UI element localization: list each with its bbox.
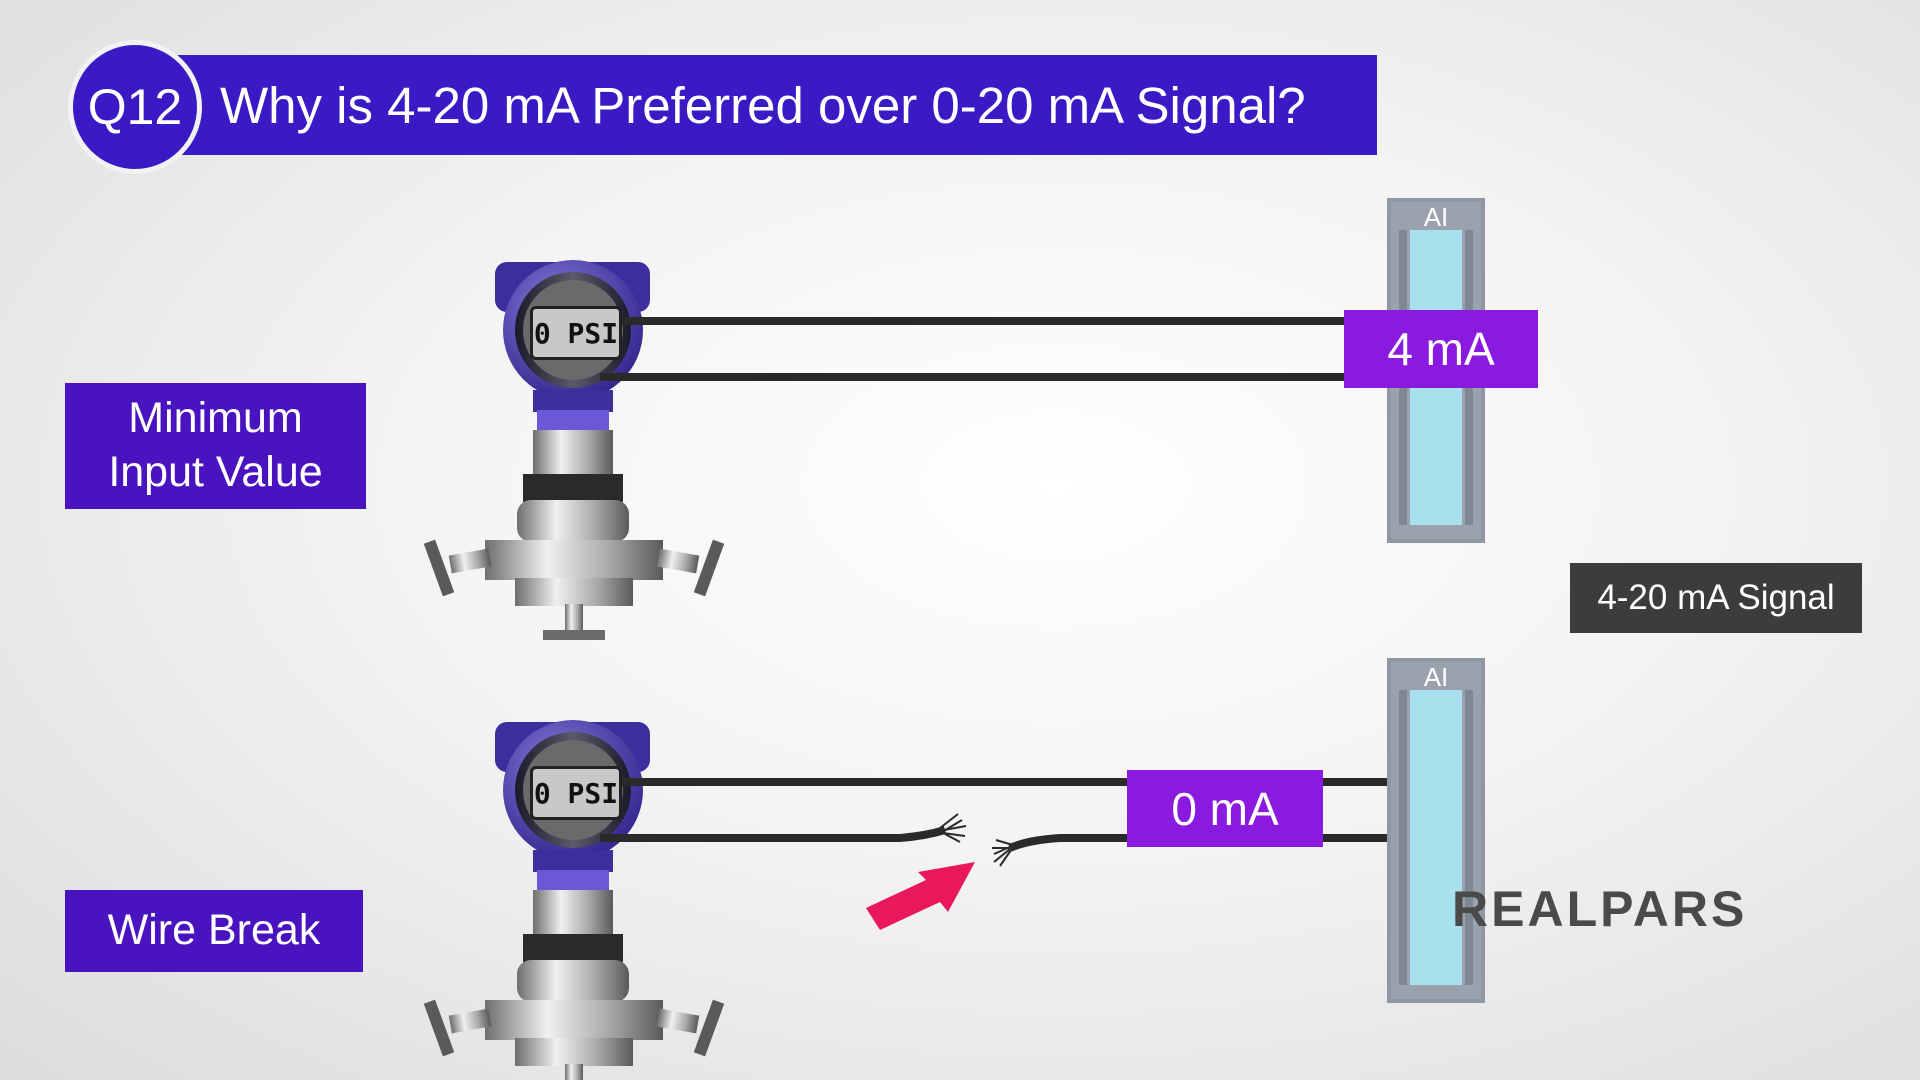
bottom-lcd-display: 0 PSI (530, 766, 622, 820)
bottom-ai-module (1387, 658, 1485, 1003)
top-module-label: AI (1423, 202, 1449, 232)
question-number: Q12 (87, 79, 183, 135)
question-number-badge: Q12 (68, 40, 202, 174)
top-lcd-value: 0 PSI (533, 316, 619, 350)
top-wires (600, 317, 1344, 381)
bottom-lcd-value: 0 PSI (533, 776, 619, 810)
signal-type-badge: 4-20 mA Signal (1570, 563, 1862, 633)
wire-break-frayed-ends (939, 813, 1014, 867)
bottom-wires (600, 778, 1387, 852)
title-bar: Why is 4-20 mA Preferred over 0-20 mA Si… (170, 55, 1377, 155)
bottom-module-label: AI (1423, 662, 1449, 692)
bottom-current-value: 0 mA (1127, 770, 1323, 847)
top-lcd-display: 0 PSI (530, 306, 622, 360)
break-pointer-arrow (866, 862, 975, 930)
minimum-input-label: Minimum Input Value (65, 383, 366, 509)
page-title: Why is 4-20 mA Preferred over 0-20 mA Si… (220, 76, 1306, 134)
top-current-value: 4 mA (1344, 310, 1538, 388)
wire-break-label: Wire Break (65, 890, 363, 972)
realpars-logo: REALPARS (1452, 881, 1748, 937)
